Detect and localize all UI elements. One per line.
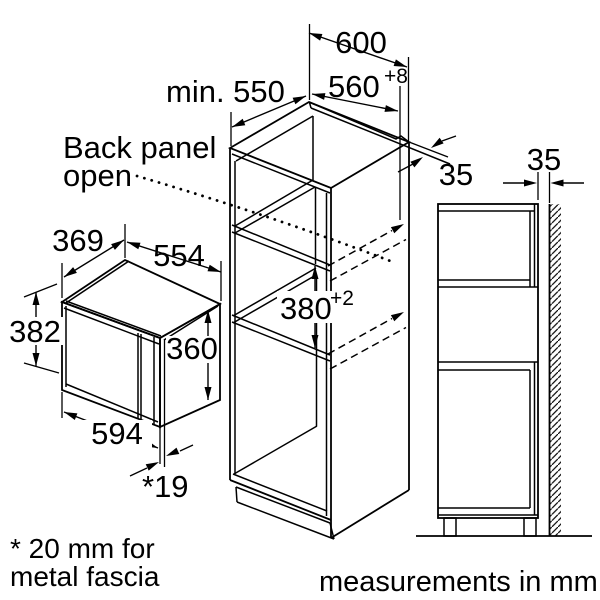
fascia-footnote-line1: * 20 mm for [10,533,155,564]
floor-junction [233,425,318,475]
ext-382-bottom [23,362,60,374]
dim-label-body-width: 554 [153,238,205,273]
dotted-leader-line [135,174,395,264]
dimension-arrow [207,264,221,272]
shelf2-bottom-junction [232,274,317,324]
dimension-arrow [204,310,212,323]
back-panel-open-label-line1: Back panel [63,130,216,165]
dashed-arrowhead [390,224,404,234]
plinth-bottom-edge [236,501,335,540]
dim-label-oven-depth: 369 [52,223,104,258]
cabinet-back-inner-edge [310,107,451,165]
dim-label-niche-width: 560 [328,69,380,104]
dimension-arrow [232,118,246,127]
dimension-arrow [550,179,564,187]
dimension-arrow [64,412,78,420]
dimension-arrow [32,353,40,366]
dim-label-fascia-depth: *19 [142,469,189,504]
dimension-arrow [312,93,326,100]
dimension-arrow [524,179,537,187]
dimension-arrow [311,266,319,279]
cabinet-front-bottom-edge [229,479,332,521]
oven-body-top-front-edge [65,300,162,337]
dim-label-niche-width-tolerance: +8 [384,65,408,88]
plinth-top-edge [235,486,331,524]
side-view-cabinet-outline [437,203,539,519]
ceiling-junction [235,115,314,162]
dim-label-body-height: 360 [166,331,218,366]
plinth-right-edge [329,522,335,540]
panel-edge-extension [408,141,449,158]
dim-label-front-height: 382 [9,314,61,349]
dimension-arrow [204,387,212,400]
door-frame-top [63,307,160,345]
oven-dimensions: 369 554 382 360 594 *19 [7,223,222,504]
dimension-arrow [64,267,77,277]
cabinet-front-top-inner [231,153,331,194]
dim-label-niche-height-tolerance: +2 [330,287,354,310]
dimension-arrow [309,33,323,41]
oven-side-face [159,302,221,429]
dimension-arrow [145,462,159,471]
dimension-arrow [393,59,407,67]
side-back-foot [523,517,537,537]
plinth-left-edge [235,486,238,503]
dimension-arrow [111,240,124,250]
dimension-arrow [166,447,180,456]
oven-body-top-left-edge [65,260,130,304]
fascia-footnote-line2: metal fascia [10,561,160,592]
label-mask [82,420,152,448]
back-panel-note: Back panel open [63,130,395,264]
cabinet-isometric [227,101,451,540]
dimension-arrow [384,105,398,112]
shelf2-front-bottom [231,321,331,362]
open-back-dashed-arrows [327,224,407,370]
shelf2-top-junction [232,267,317,317]
cabinet-side-bottom-edge [330,489,410,539]
units-note: measurements in mm [319,566,598,598]
shelf1-top-junction [234,179,314,227]
oven-body-top-right-edge [163,305,219,341]
dimension-arrow [32,292,40,305]
shelf2-front-top [231,314,331,356]
side-view: 35 [416,142,592,537]
dimension-arrow [292,96,306,105]
cabinet-top-face [227,101,412,189]
cabinet-floor-front-edge [232,473,328,512]
dimension-arrow [127,242,141,250]
side-front-foot [443,517,457,537]
oven-isometric [60,258,222,467]
cabinet-dimensions: min. 550 600 560 +8 35 380 +2 [166,24,473,348]
dim-label-wall-clearance: 35 [527,142,561,177]
ext-382-top [23,283,58,298]
cabinet-back-edge-tick [308,102,312,109]
dim-label-front-width: 594 [91,416,143,451]
dim-label-cabinet-width: 600 [335,25,387,60]
footnotes: * 20 mm for metal fascia measurements in… [10,533,598,598]
label-mask [166,336,218,363]
wall-clearance-dimension: 35 [503,142,584,203]
wall-hatching [549,204,561,536]
label-mask [7,317,64,345]
dim-label-niche-depth: min. 550 [166,74,285,109]
dim-label-panel-edge: 35 [439,157,473,192]
label-mask [277,291,355,323]
door-frame-bottom [65,383,159,423]
dashed-arrowhead [390,312,404,322]
shelf1-front-bottom [231,231,331,272]
dim-label-niche-height: 380 [280,291,332,326]
dimension-arrow [410,157,423,168]
back-panel-open-label-line2: open [63,158,132,193]
shelf1-bottom-junction [234,186,316,234]
cabinet-back-edge [308,101,410,143]
dimension-arrow [431,137,444,148]
shelf1-front-top [231,224,331,266]
oven-front-face [61,300,161,429]
dimension-arrow [311,335,319,348]
